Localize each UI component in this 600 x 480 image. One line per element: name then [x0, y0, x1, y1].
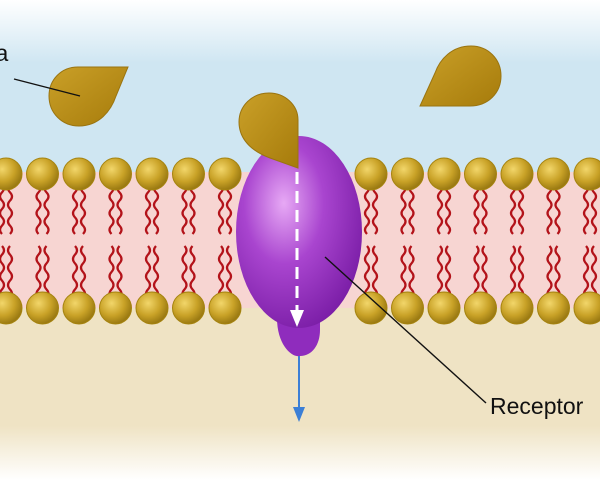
ligand-leader-line — [13, 78, 81, 97]
ligand-label-line-1: ka — [0, 40, 9, 66]
lipid-head — [135, 157, 169, 191]
lipid-head — [62, 291, 96, 325]
lipid-tail — [590, 245, 598, 299]
lipid-tail — [71, 245, 79, 299]
ligand-right — [419, 45, 502, 107]
lipid-tail — [517, 245, 525, 299]
lipid-tail — [444, 183, 452, 235]
lipid-tail — [152, 245, 160, 299]
lipid-head — [26, 291, 59, 325]
lipid-tail — [554, 183, 561, 235]
lipid-tail — [116, 183, 123, 235]
lipid-tail — [546, 245, 553, 299]
lipid-head — [99, 157, 132, 191]
lipid-tail — [408, 183, 415, 235]
lipid-tail — [152, 183, 160, 235]
lipid-head — [537, 291, 570, 325]
lipid-tail — [473, 245, 480, 299]
lipid-tail — [181, 183, 188, 235]
lipid-tail — [217, 183, 225, 235]
receptor-protein — [236, 136, 362, 357]
lipid-tail — [6, 245, 14, 299]
lipid-tail — [35, 245, 42, 299]
lipid-tail — [43, 183, 50, 235]
lipid-head — [573, 157, 600, 191]
lipid-head — [354, 157, 388, 191]
lipid-head — [464, 157, 497, 191]
lipid-head — [464, 291, 497, 325]
lipid-tail — [582, 183, 590, 235]
lipid-tail — [371, 245, 379, 299]
ligand-bound — [238, 92, 299, 169]
lipid-tail — [225, 245, 233, 299]
lipid-tail — [444, 245, 452, 299]
lipid-tail — [590, 183, 598, 235]
lipid-head — [99, 291, 132, 325]
ligand-left — [48, 66, 129, 127]
lipid-tail — [408, 245, 415, 299]
lipid-tail — [144, 245, 152, 299]
lipid-head — [500, 157, 534, 191]
lipid-tail — [108, 183, 115, 235]
lipid-tail — [582, 245, 590, 299]
lipid-tail — [509, 245, 517, 299]
lipid-heads — [0, 157, 600, 325]
lipid-tail — [436, 183, 444, 235]
receptor-label: Receptor — [490, 393, 584, 419]
lipid-head — [391, 291, 424, 325]
lipid-tail — [481, 245, 488, 299]
lipid-tail — [79, 245, 87, 299]
lipid-tail — [43, 245, 50, 299]
lipid-head — [0, 291, 23, 325]
lipid-tail — [436, 245, 444, 299]
lipid-head — [391, 157, 424, 191]
lipid-tail — [35, 183, 42, 235]
lipid-head — [208, 157, 242, 191]
lipid-head — [62, 157, 96, 191]
lipid-head — [172, 157, 205, 191]
receptor-leader-line — [324, 256, 487, 404]
lipid-head — [500, 291, 534, 325]
signal-path-arrowhead — [290, 310, 304, 327]
lipid-head — [208, 291, 242, 325]
lipid-tail — [189, 245, 196, 299]
lipid-tail — [0, 183, 6, 235]
lipid-tail — [517, 183, 525, 235]
lipid-tail — [217, 245, 225, 299]
lipid-tail — [189, 183, 196, 235]
lipid-tail — [144, 183, 152, 235]
lipid-head — [0, 157, 23, 191]
lipid-tail — [371, 183, 379, 235]
receptor-body — [236, 136, 362, 328]
signal-output-arrowhead — [293, 407, 305, 422]
lipid-tail — [473, 183, 480, 235]
lipid-tails — [0, 183, 598, 299]
lipid-head — [172, 291, 205, 325]
lipid-head — [573, 291, 600, 325]
lipid-head — [135, 291, 169, 325]
lipid-tail — [400, 183, 407, 235]
lipid-tail — [6, 183, 14, 235]
lipid-tail — [400, 245, 407, 299]
lipid-head — [26, 157, 59, 191]
lipid-head — [537, 157, 570, 191]
lipid-tail — [363, 183, 371, 235]
lipid-tail — [108, 245, 115, 299]
lipid-tail — [79, 183, 87, 235]
lipid-tail — [554, 245, 561, 299]
lipid-tail — [546, 183, 553, 235]
lipid-tail — [225, 183, 233, 235]
lipid-head — [354, 291, 388, 325]
lipid-tail — [363, 245, 371, 299]
lipid-tail — [116, 245, 123, 299]
lipid-tail — [509, 183, 517, 235]
lipid-head — [427, 157, 461, 191]
lipid-tail — [481, 183, 488, 235]
lipid-tail — [0, 245, 6, 299]
lipid-tail — [71, 183, 79, 235]
lipid-head — [427, 291, 461, 325]
lipid-tail — [181, 245, 188, 299]
